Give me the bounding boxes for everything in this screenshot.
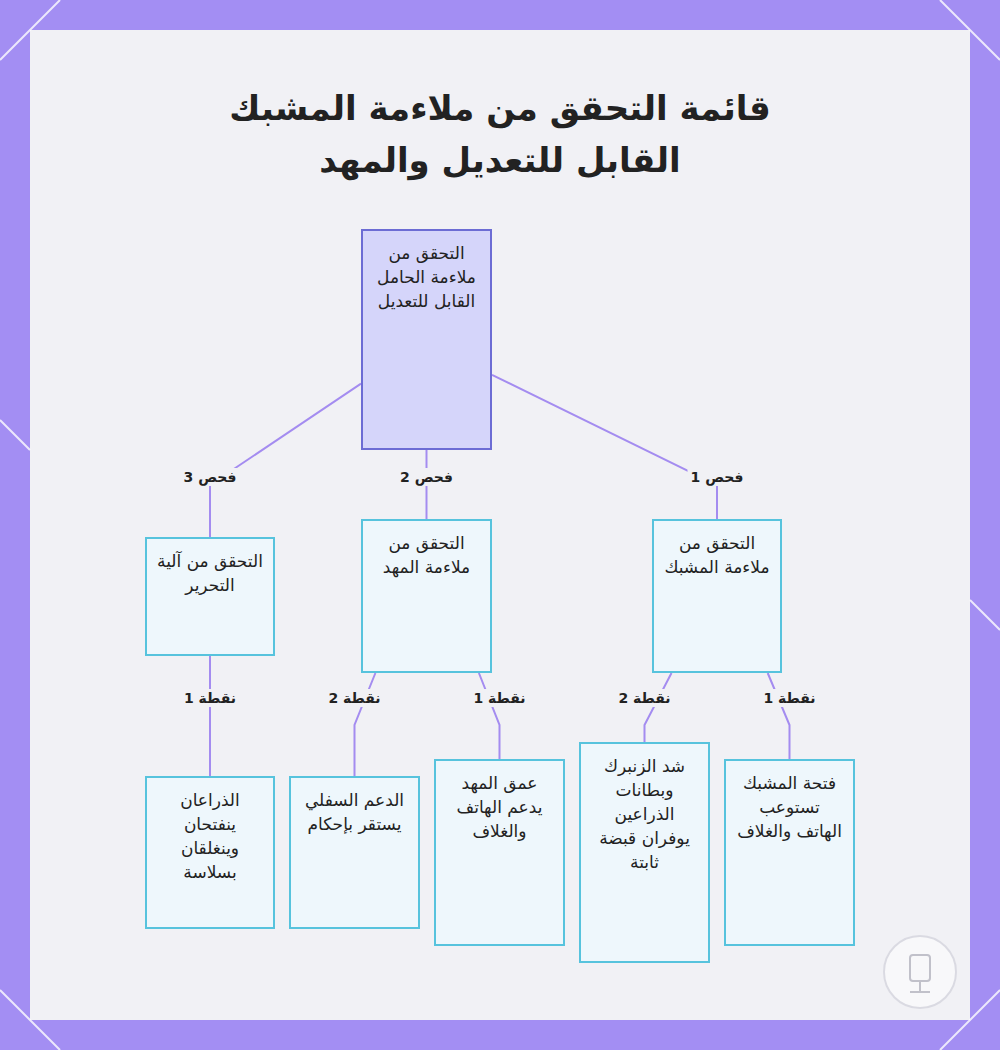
edge-label: نقطة 1 bbox=[470, 689, 528, 707]
check-box: التحقق من ملاءمة المهد bbox=[361, 519, 492, 673]
check-box: شد الزنبرك وبطانات الذراعين يوفران قبضة … bbox=[579, 742, 710, 963]
connector-line bbox=[645, 673, 672, 742]
check-box: التحقق من ملاءمة المشبك bbox=[652, 519, 782, 673]
edge-label: نقطة 1 bbox=[760, 689, 818, 707]
edge-label: فحص 2 bbox=[397, 468, 456, 486]
connector-line bbox=[492, 375, 717, 519]
node-text: التحقق من آلية التحرير bbox=[147, 539, 273, 605]
check-box: عمق المهد يدعم الهاتف والغلاف bbox=[434, 759, 565, 946]
node-text: التحقق من ملاءمة المشبك bbox=[654, 521, 780, 587]
node-text: التحقق من ملاءمة الحامل القابل للتعديل bbox=[363, 231, 490, 321]
root-box: التحقق من ملاءمة الحامل القابل للتعديل bbox=[361, 229, 492, 450]
node-text: الذراعان ينفتحان وينغلقان بسلاسة bbox=[147, 778, 273, 892]
check-box: التحقق من آلية التحرير bbox=[145, 537, 275, 656]
edge-label: نقطة 1 bbox=[181, 689, 239, 707]
node-text: فتحة المشبك تستوعب الهاتف والغلاف bbox=[726, 761, 853, 851]
edge-label: فحص 1 bbox=[688, 468, 747, 486]
edge-label: فحص 3 bbox=[181, 468, 240, 486]
node-text: التحقق من ملاءمة المهد bbox=[363, 521, 490, 587]
connector-line bbox=[479, 673, 500, 759]
corner-icon bbox=[884, 936, 956, 1008]
node-text: الدعم السفلي يستقر بإحكام bbox=[291, 778, 418, 844]
edge-label: نقطة 2 bbox=[325, 689, 383, 707]
edge-label: نقطة 2 bbox=[615, 689, 673, 707]
connector-line bbox=[768, 673, 790, 759]
connector-line bbox=[209, 656, 211, 776]
node-text: عمق المهد يدعم الهاتف والغلاف bbox=[436, 761, 563, 851]
diagram-title: قائمة التحقق من ملاءمة المشبك القابل للت… bbox=[180, 82, 820, 186]
connector-line bbox=[210, 384, 361, 537]
check-box: فتحة المشبك تستوعب الهاتف والغلاف bbox=[724, 759, 855, 946]
node-text: شد الزنبرك وبطانات الذراعين يوفران قبضة … bbox=[581, 744, 708, 882]
check-box: الذراعان ينفتحان وينغلقان بسلاسة bbox=[145, 776, 275, 929]
check-box: الدعم السفلي يستقر بإحكام bbox=[289, 776, 420, 929]
